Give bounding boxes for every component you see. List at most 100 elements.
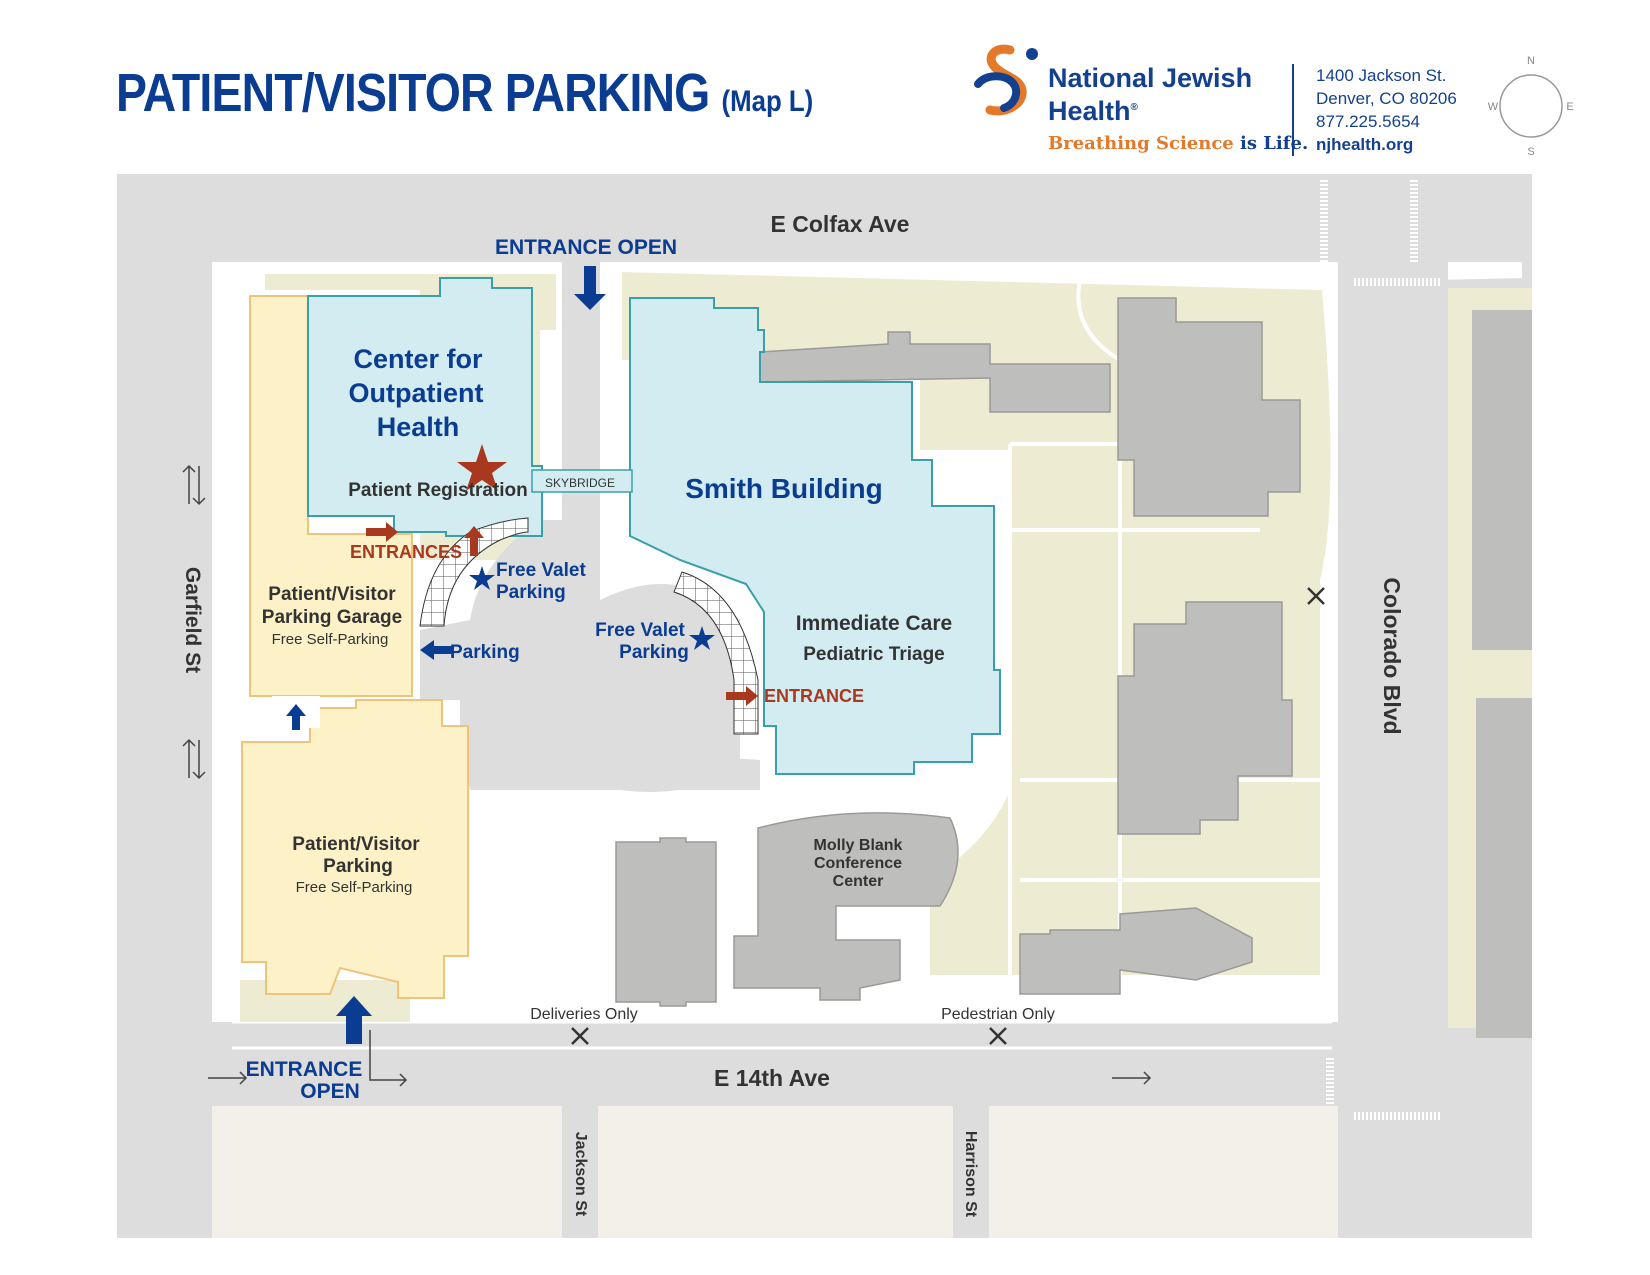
smith-building-label: Smith Building — [685, 473, 883, 504]
driveway-connector — [460, 740, 760, 790]
street-e-colfax-ave: E Colfax Ave — [771, 211, 910, 237]
immediate-care-label: Immediate Care — [796, 612, 952, 635]
street-harrison-st: Harrison St — [962, 1131, 979, 1218]
other-buildings — [615, 297, 1301, 1007]
page-title: PATIENT/VISITOR PARKING (Map L) — [116, 62, 813, 124]
valet-star-icon — [469, 566, 495, 590]
brand-tagline: Breathing Science is Life. — [1048, 133, 1308, 154]
molly-blank-label-line3: Center — [833, 873, 884, 890]
garage-label-line2: Parking Garage — [262, 607, 402, 628]
registration-star-icon — [457, 444, 507, 491]
compass-n: N — [1527, 55, 1535, 67]
parking-entrance-label: Parking — [450, 642, 520, 663]
compass-e: E — [1566, 101, 1573, 113]
brand-name-line1: National Jewish — [1048, 63, 1253, 93]
parking-structures — [241, 295, 469, 999]
address-line1: 1400 Jackson St. — [1316, 66, 1447, 85]
red-arrow-right-icon-2 — [726, 686, 758, 706]
south-block-1 — [212, 1106, 562, 1238]
red-arrow-right-icon — [366, 522, 398, 542]
street-colorado-blvd: Colorado Blvd — [1379, 577, 1405, 734]
south-block-3 — [989, 1106, 1338, 1238]
title-main: PATIENT/VISITOR PARKING — [116, 63, 710, 123]
skybridge-shape[interactable] — [531, 469, 633, 493]
valet-label-1-line1: Free Valet — [496, 560, 586, 581]
cop-label-line3: Health — [377, 412, 460, 442]
deliveries-only-label: Deliveries Only — [530, 1006, 638, 1023]
arrow-left-icon — [420, 640, 452, 660]
jackson-st-road — [562, 1106, 598, 1238]
valet-label-2-line2: Parking — [619, 642, 689, 663]
colorado-closed-x-icon — [1307, 587, 1325, 605]
entrance-label: ENTRANCE — [764, 686, 864, 706]
driveway-loop — [420, 262, 740, 792]
compass-s: S — [1527, 146, 1534, 158]
street-e-14th-ave: E 14th Ave — [714, 1065, 830, 1091]
valet-label-1-line2: Parking — [496, 582, 566, 603]
street-garfield-st: Garfield St — [181, 567, 204, 673]
e-14th-ave-road — [117, 1050, 1532, 1106]
e-14th-ave-service — [232, 1022, 1332, 1050]
njh-helix-logo-icon — [974, 44, 1038, 116]
traffic-arrows — [182, 464, 1152, 1087]
crosswalk-markings — [1320, 180, 1440, 1120]
harrison-st-road — [953, 1106, 989, 1238]
pedestrian-only-label: Pedestrian Only — [941, 1006, 1055, 1023]
lot-label-line1: Patient/Visitor — [292, 834, 420, 855]
eastbound-arrow-icon — [208, 1071, 248, 1085]
eastbound-arrow-icon-2 — [1112, 1071, 1152, 1085]
pediatric-triage-label: Pediatric Triage — [803, 644, 945, 665]
molly-blank-conference-center-shape — [733, 812, 959, 1001]
building-ne — [1117, 297, 1301, 517]
valet-star-icon-2 — [689, 626, 715, 650]
lot-free-self-parking: Free Self-Parking — [296, 879, 413, 896]
entrances-label: ENTRANCES — [350, 542, 462, 562]
arrow-up-small-icon — [286, 704, 306, 730]
registered-mark: ® — [1130, 102, 1138, 113]
lot-label-line2: Parking — [323, 856, 393, 877]
garage-label-line1: Patient/Visitor — [268, 584, 396, 605]
header-divider — [1292, 64, 1294, 156]
closed-crossing-icons — [571, 587, 1325, 1045]
molly-blank-label-line1: Molly Blank — [814, 837, 903, 854]
arrow-up-icon — [336, 996, 372, 1044]
entrance-open-top-label: ENTRANCE OPEN — [495, 236, 677, 259]
pedestrian-x-icon — [989, 1027, 1007, 1045]
valet-label-2-line1: Free Valet — [595, 620, 685, 641]
two-way-arrow-icon — [182, 464, 206, 506]
parking-lot-shape[interactable] — [241, 699, 469, 999]
building-north-wing — [759, 331, 1111, 413]
east-block-building-2 — [1476, 698, 1532, 1038]
patient-registration-label: Patient Registration — [348, 480, 527, 501]
east-block-building — [1472, 310, 1532, 650]
garage-free-self-parking: Free Self-Parking — [272, 631, 389, 648]
entrance-red-arrows — [366, 522, 758, 706]
entrance-arrows — [286, 266, 606, 1044]
skybridge-label: SKYBRIDGE — [545, 476, 615, 490]
tagline-part2: is Life. — [1240, 133, 1309, 154]
red-arrow-up-icon — [464, 526, 484, 556]
turn-arrow-icon — [369, 1030, 408, 1087]
cop-label-line2: Outpatient — [349, 378, 484, 408]
cop-label-line1: Center for — [353, 344, 483, 374]
address-line2: Denver, CO 80206 — [1316, 89, 1457, 108]
entrance-open-bottom-label-1: ENTRANCE — [246, 1058, 363, 1081]
south-block-2 — [598, 1106, 953, 1238]
tagline-part1: Breathing Science — [1048, 133, 1234, 154]
compass-w: W — [1488, 101, 1499, 113]
smith-building-shape[interactable] — [629, 297, 1001, 775]
brand-name-line2: Health — [1048, 96, 1131, 126]
two-way-arrow-icon-2 — [182, 738, 206, 780]
phone-number: 877.225.5654 — [1316, 112, 1420, 131]
website-link[interactable]: njhealth.org — [1316, 135, 1414, 154]
street-jackson-st: Jackson St — [572, 1132, 589, 1217]
compass-icon: N S W E — [1488, 55, 1574, 158]
valet-cobblestone-1 — [419, 517, 529, 627]
brand-name: National Jewish Health® — [1048, 64, 1252, 126]
building-south-center — [615, 837, 717, 1007]
molly-blank-label-line2: Conference — [814, 855, 902, 872]
building-se — [1019, 907, 1253, 995]
entrance-open-bottom-label-2: OPEN — [300, 1080, 360, 1103]
arrow-down-icon — [574, 266, 606, 310]
